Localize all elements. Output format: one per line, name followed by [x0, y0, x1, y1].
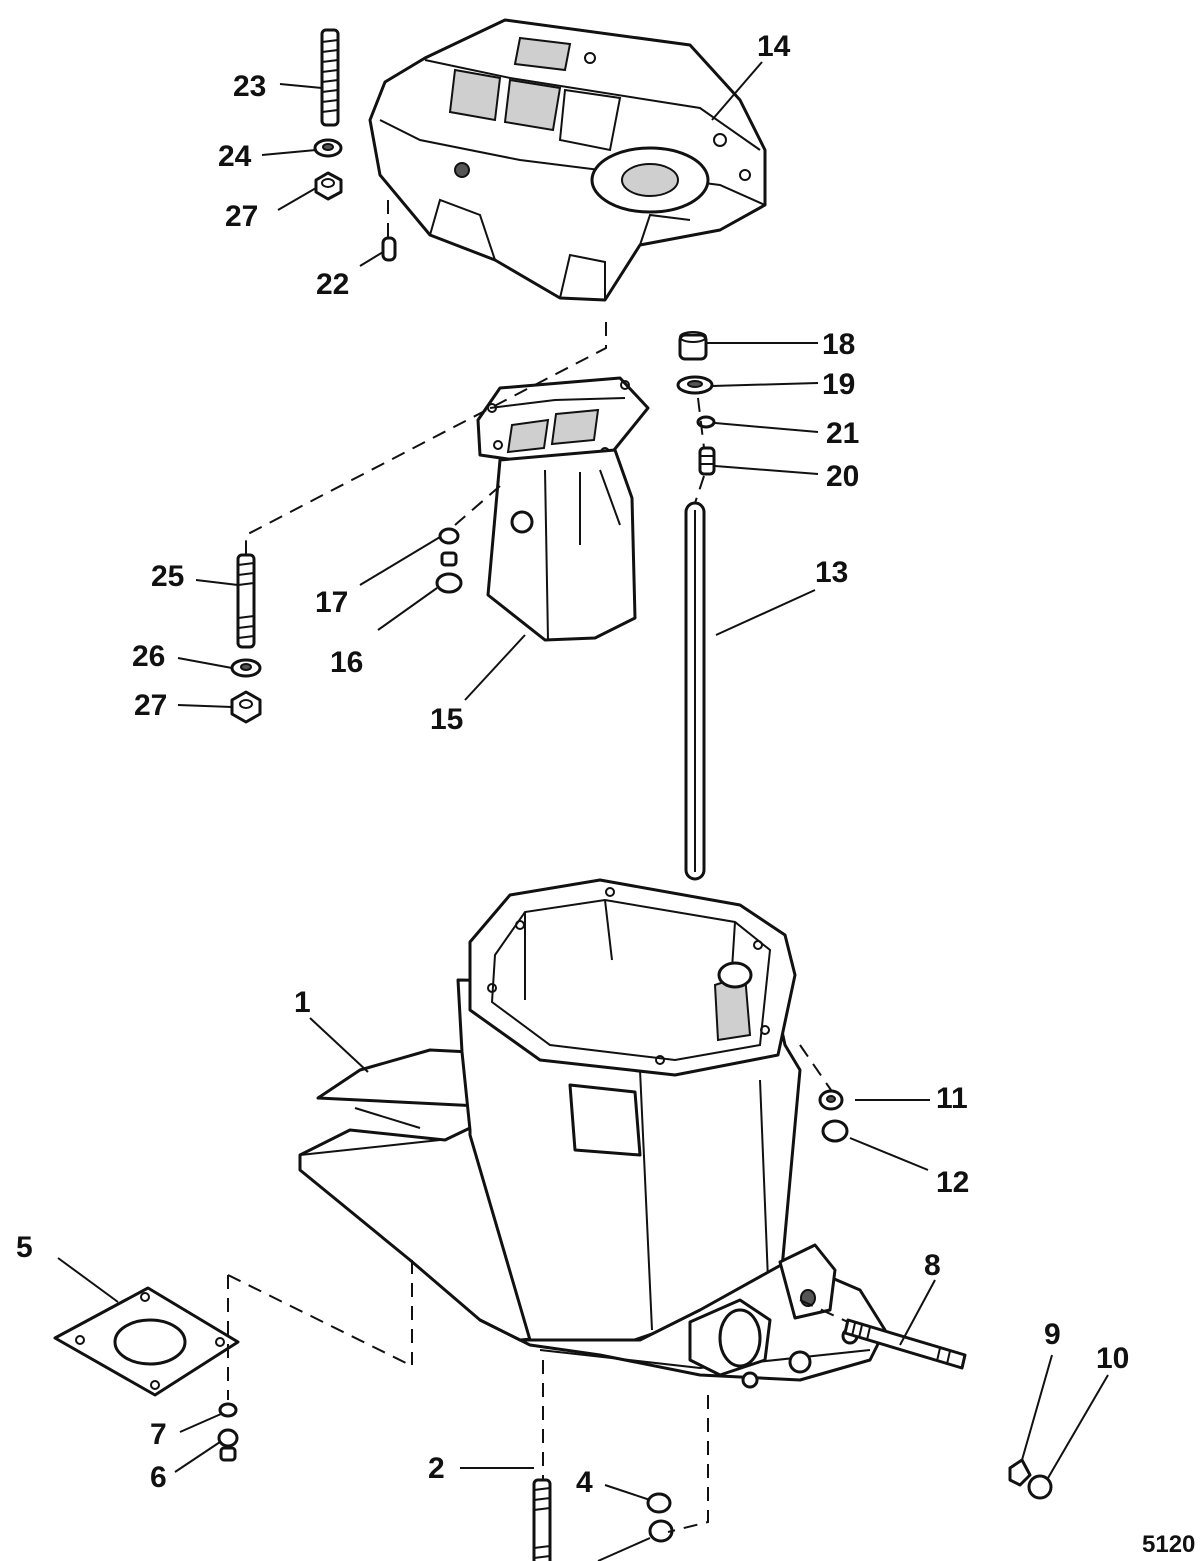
callout-6: 6	[150, 1461, 167, 1494]
figure-reference-number: 5120	[1142, 1531, 1195, 1558]
callout-22: 22	[316, 268, 349, 301]
callout-7: 7	[150, 1418, 167, 1451]
driveshaft-housing-part	[298, 878, 887, 1389]
leader-lines	[57, 61, 1109, 1561]
callout-18: 18	[822, 328, 855, 361]
cover-plate-5-6-7	[53, 1286, 240, 1462]
callout-16: 16	[330, 646, 363, 679]
callout-8: 8	[924, 1249, 941, 1282]
callout-23: 23	[233, 70, 266, 103]
callout-17: 17	[315, 586, 348, 619]
callout-5: 5	[16, 1231, 33, 1264]
stud-nut-8-9-10	[843, 1318, 1053, 1500]
callout-9: 9	[1044, 1318, 1061, 1351]
callout-20: 20	[826, 460, 859, 493]
callout-labels: 23 24 27 22 14 18 19 21 20 13 25 17 16 2…	[16, 30, 1195, 1558]
stud-washer-nut-middle	[230, 553, 262, 724]
callout-19: 19	[822, 368, 855, 401]
alignment-lines	[227, 200, 849, 1533]
washer-screw-16-17	[435, 527, 463, 594]
callout-4: 4	[576, 1466, 593, 1499]
tube-part-13	[684, 501, 706, 881]
dowel-part-22	[381, 236, 397, 262]
callout-14: 14	[757, 30, 791, 63]
callout-2: 2	[428, 1452, 445, 1485]
stud-washer-2-4	[532, 1478, 674, 1561]
callout-11: 11	[936, 1082, 968, 1115]
exhaust-tube-part	[476, 376, 650, 642]
callout-27-middle: 27	[134, 689, 167, 722]
callout-25: 25	[151, 560, 184, 593]
callout-13: 13	[815, 556, 848, 589]
callout-12: 12	[936, 1166, 969, 1199]
callout-24: 24	[218, 140, 252, 173]
callout-1: 1	[294, 986, 311, 1019]
washer-nut-11-12	[818, 1089, 849, 1143]
callout-15: 15	[430, 703, 463, 736]
grommet-stack	[676, 331, 716, 476]
stud-washer-nut-top	[313, 28, 343, 201]
callout-21: 21	[826, 417, 859, 450]
adapter-plate-part	[368, 18, 767, 302]
callout-26: 26	[132, 640, 165, 673]
callout-10: 10	[1096, 1342, 1129, 1375]
callout-27-top: 27	[225, 200, 258, 233]
